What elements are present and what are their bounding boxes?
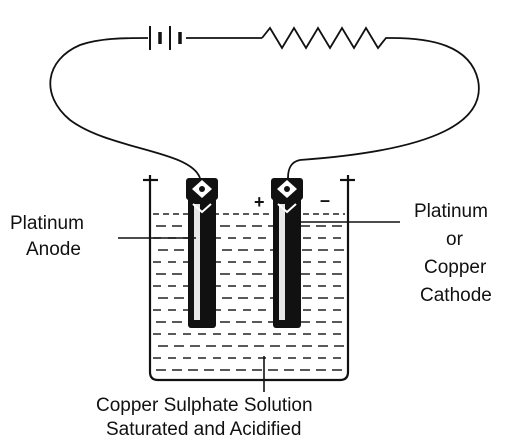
beaker — [143, 175, 355, 382]
resistor-icon — [261, 26, 392, 50]
circuit-wire — [49, 37, 480, 179]
anode-plus-sign: + — [254, 192, 265, 212]
anode-label-line1: Platinum — [10, 213, 84, 234]
cathode-label-line3: Copper — [424, 257, 487, 278]
battery-icon — [149, 26, 182, 50]
solution-label-line2: Saturated and Acidified — [106, 419, 302, 440]
cathode-label-line4: Cathode — [420, 285, 492, 306]
cathode-label-line1: Platinum — [414, 201, 488, 222]
cathode-minus-sign: – — [320, 190, 331, 210]
cathode-electrode — [271, 178, 303, 328]
leader-lines — [118, 221, 400, 392]
anode-electrode — [186, 178, 218, 328]
anode-label-line2: Anode — [26, 239, 81, 260]
solution-label-line1: Copper Sulphate Solution — [96, 395, 313, 416]
cathode-label-line2: or — [446, 229, 463, 250]
